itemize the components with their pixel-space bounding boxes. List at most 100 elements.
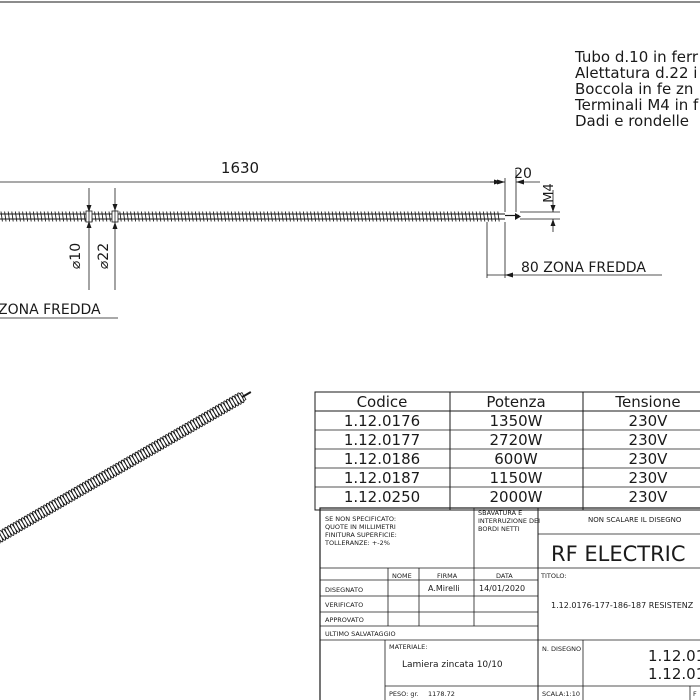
fin-mark — [371, 211, 374, 222]
fin-mark — [205, 211, 209, 222]
fin-mark — [324, 211, 327, 222]
spec-note-line: SE NON SPECIFICATO: — [325, 515, 396, 523]
end-length-label: 20 — [514, 166, 532, 182]
fin-mark — [97, 211, 101, 222]
dimension-end: 20 — [490, 166, 540, 212]
fin-mark — [248, 211, 252, 222]
fin-mark — [169, 211, 173, 222]
fin-mark — [263, 211, 266, 222]
cold-zone-left-label: ZONA FREDDA — [0, 302, 101, 318]
fin-mark — [385, 211, 389, 222]
fin-mark — [22, 211, 25, 222]
dimension-cold-zone-left: ZONA FREDDA — [0, 302, 118, 319]
fin-mark — [122, 211, 126, 222]
fin-mark — [76, 211, 79, 222]
fin-mark — [317, 211, 320, 222]
fin-mark — [313, 211, 317, 222]
fin-mark — [346, 211, 349, 222]
fin-diameter-label: ⌀22 — [96, 243, 112, 269]
fin-mark — [468, 211, 471, 222]
table-cell-power: 600W — [494, 450, 538, 468]
fin-mark — [353, 211, 356, 222]
fin-mark — [119, 211, 122, 222]
deburr-note-line: SBAVATURA E — [478, 509, 522, 517]
fin-mark — [367, 211, 371, 222]
fin-mark — [180, 211, 183, 222]
materiale-value: Lamiera zincata 10/10 — [402, 660, 503, 670]
fin-mark — [162, 211, 165, 222]
fin-mark — [425, 211, 428, 222]
title-block: SE NON SPECIFICATO: QUOTE IN MILLIMETRI … — [319, 507, 700, 700]
variants-table: Codice Potenza Tensione 1.12.0176 1350W … — [314, 391, 700, 511]
fin-mark — [382, 211, 385, 222]
n-disegno-label: N. DISEGNO — [542, 645, 581, 653]
fin-mark — [479, 211, 482, 222]
table-cell-voltage: 230V — [629, 469, 669, 487]
ultimo-salvataggio-label: ULTIMO SALVATAGGIO — [325, 630, 396, 638]
note-line: Alettatura d.22 i — [575, 64, 697, 82]
fin-mark — [288, 211, 291, 222]
fin-mark — [439, 211, 443, 222]
fin-mark — [176, 211, 180, 222]
fin-mark — [259, 211, 263, 222]
foglio-label: F — [693, 690, 697, 698]
fin-mark — [40, 211, 43, 222]
fin-mark — [342, 211, 345, 222]
fin-mark — [187, 211, 191, 222]
fin-pattern — [0, 211, 500, 222]
dimension-diameters: ⌀10 ⌀22 — [68, 188, 118, 290]
fin-mark — [173, 211, 176, 222]
no-scale-note: NON SCALARE IL DISEGNO — [588, 516, 682, 524]
table-cell-code: 1.12.0176 — [344, 412, 420, 430]
table-cell-code: 1.12.0177 — [344, 431, 420, 449]
fin-mark — [461, 211, 464, 222]
fin-mark — [101, 211, 104, 222]
fin-mark — [184, 211, 187, 222]
fin-mark — [191, 211, 194, 222]
fin-mark — [482, 211, 486, 222]
fin-mark — [144, 211, 147, 222]
fin-mark — [428, 211, 432, 222]
fin-mark — [68, 211, 72, 222]
fin-mark — [364, 211, 367, 222]
fin-mark — [464, 211, 468, 222]
table-cell-code: 1.12.0187 — [344, 469, 420, 487]
fin-mark — [450, 211, 453, 222]
fin-mark — [389, 211, 392, 222]
fin-mark — [18, 211, 21, 222]
fin-mark — [454, 211, 457, 222]
fin-mark — [79, 211, 83, 222]
note-line: Boccola in fe zn — [575, 80, 693, 98]
fin-mark — [104, 211, 108, 222]
materiale-label: MATERIALE: — [389, 643, 427, 651]
scala-label: SCALA:1:10 — [542, 690, 580, 698]
fin-mark — [209, 211, 212, 222]
fin-mark — [47, 211, 50, 222]
dimension-cold-zone-right: 80 ZONA FREDDA — [486, 222, 662, 278]
fin-mark — [245, 211, 248, 222]
fin-mark — [256, 211, 259, 222]
fin-mark — [130, 211, 133, 222]
fin-mark — [137, 211, 140, 222]
fin-mark — [36, 211, 39, 222]
fin-mark — [306, 211, 309, 222]
fin-mark — [277, 211, 281, 222]
approvato-label: APPROVATO — [325, 616, 364, 624]
fin-mark — [284, 211, 288, 222]
fin-mark — [198, 211, 201, 222]
col-firma: FIRMA — [437, 572, 458, 580]
drawing-title: 1.12.0176-177-186-187 RESISTENZ — [551, 601, 694, 610]
iso-terminal — [241, 391, 252, 398]
disegnato-label: DISEGNATO — [325, 586, 363, 594]
spec-note-line: FINITURA SUPERFICIE: — [325, 531, 397, 539]
fin-mark — [83, 211, 86, 222]
titolo-label: TITOLO: — [540, 572, 567, 580]
fin-mark — [108, 211, 111, 222]
notes-block: Tubo d.10 in ferr Alettatura d.22 i Bocc… — [574, 48, 699, 130]
fin-mark — [126, 211, 129, 222]
fin-mark — [432, 211, 435, 222]
thread-label: M4 — [542, 183, 557, 203]
fin-mark — [328, 211, 331, 222]
deburr-note-line: BORDI NETTI — [478, 525, 520, 533]
